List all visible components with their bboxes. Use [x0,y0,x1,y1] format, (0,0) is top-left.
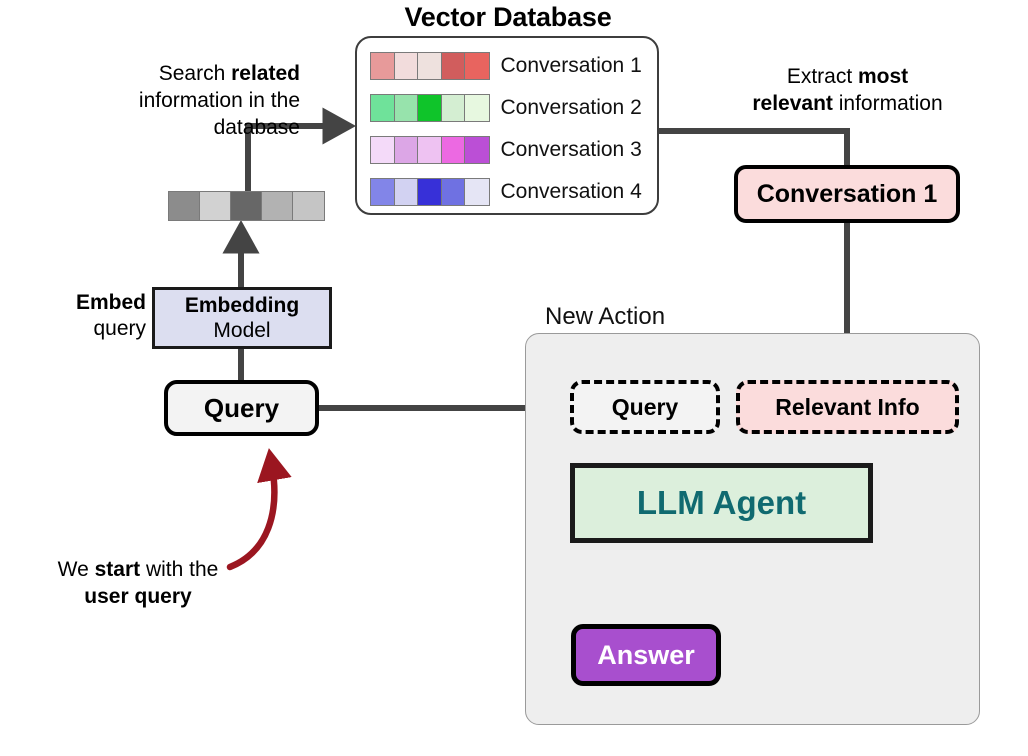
note-user-query: We start with the user query [32,556,244,610]
vector-cell [441,53,465,79]
vector-cell [293,192,324,220]
note-text-bold: most [858,65,909,88]
note-embed-query: Embed query [42,290,146,342]
answer-box[interactable]: Answer [571,624,721,686]
note-text: We [57,558,95,581]
vector-cell [441,179,465,205]
vector-cell [200,192,231,220]
vector-cell [418,179,442,205]
conversation-1-vector [370,52,490,80]
note-text: information in the [138,89,300,112]
vector-cell [418,53,442,79]
vector-cell [371,179,395,205]
vector-cell [371,95,395,121]
query-box[interactable]: Query [164,380,319,436]
vector-cell [418,137,442,163]
conversation-label: Conversation 4 [500,180,642,203]
vector-cell [418,95,442,121]
vector-cell [465,137,489,163]
note-text-bold: user query [84,585,192,608]
query-embedding-vector [168,191,325,221]
vector-cell [394,95,418,121]
note-text: information [832,92,943,115]
vector-cell [465,95,489,121]
note-text: Search [158,62,232,85]
vector-cell [169,192,200,220]
vector-cell [441,137,465,163]
conversation-row[interactable]: Conversation 4 [370,178,642,206]
vector-cell [394,137,418,163]
vector-cell [441,95,465,121]
vector-cell [371,53,395,79]
vector-cell [394,179,418,205]
vector-cell [371,137,395,163]
llm-agent-box[interactable]: LLM Agent [570,463,873,543]
note-search-related: Search related information in the databa… [60,60,300,141]
conversation-row[interactable]: Conversation 2 [370,94,642,122]
conversation-1-result-box[interactable]: Conversation 1 [734,165,960,223]
conversation-row[interactable]: Conversation 1 [370,52,642,80]
new-action-panel-label: New Action [545,303,666,330]
conversation-3-vector [370,136,490,164]
embedding-model-box[interactable]: Embedding Model [152,287,332,349]
note-text: query [93,317,146,340]
vector-cell [262,192,293,220]
note-text: Extract [786,65,858,88]
conversation-4-vector [370,178,490,206]
conversation-label: Conversation 1 [500,54,642,77]
vector-cell [231,192,262,220]
note-text-bold: relevant [752,92,833,115]
panel-query-box[interactable]: Query [570,380,720,434]
note-text-bold: start [94,558,141,581]
conversation-2-vector [370,94,490,122]
note-text: database [213,116,300,139]
edge-user-query-callout [226,448,292,571]
relevant-info-box[interactable]: Relevant Info [736,380,959,434]
vector-cell [465,53,489,79]
vector-cell [394,53,418,79]
note-extract-relevant: Extract most relevant information [715,63,980,117]
conversation-label: Conversation 3 [500,138,642,161]
vector-cell [465,179,489,205]
note-text-bold: related [231,62,300,85]
conversation-label: Conversation 2 [500,96,642,119]
note-text-bold: Embed [75,291,146,314]
vector-database-title: Vector Database [404,2,612,32]
conversation-row[interactable]: Conversation 3 [370,136,642,164]
vector-database-panel: Conversation 1 Conversation 2 Conversati… [355,36,659,215]
embedding-model-line2: Model [213,319,271,342]
note-text: with the [140,558,219,581]
embedding-model-line1: Embedding [184,294,300,317]
